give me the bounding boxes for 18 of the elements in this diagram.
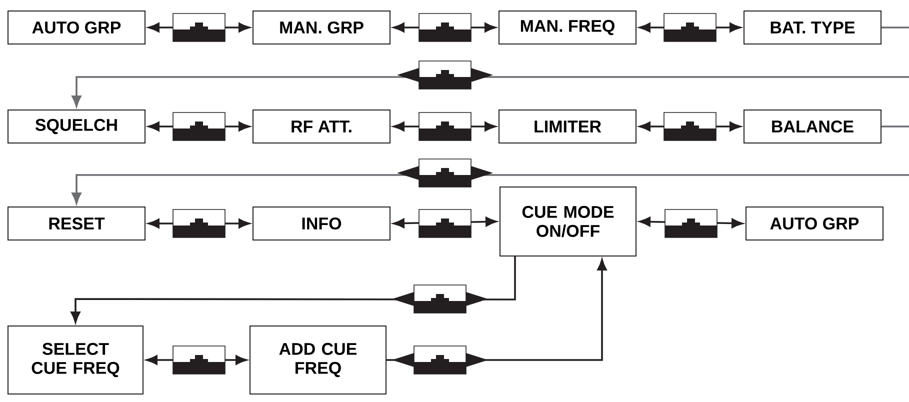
menu-box: ADD CUE FREQ: [250, 326, 386, 394]
menu-box: INFO: [252, 206, 390, 240]
arrow: [386, 259, 607, 361]
menu-box: BALANCE: [744, 110, 882, 144]
menu-box: AUTO GRP: [746, 206, 884, 240]
menu-box: MAN. FREQ: [498, 10, 636, 44]
menu-box: CUE MODE ON/OFF: [500, 186, 636, 256]
arrow: [72, 126, 909, 204]
menu-box: RF ATT.: [252, 110, 390, 144]
menu-box: AUTO GRP: [8, 10, 146, 44]
menu-box: SQUELCH: [8, 110, 146, 144]
menu-box: SELECT CUE FREQ: [8, 326, 144, 394]
menu-box: BAT. TYPE: [744, 10, 882, 44]
menu-box: RESET: [8, 206, 146, 240]
arrow: [72, 26, 909, 107]
menu-box: LIMITER: [498, 110, 636, 144]
arrow: [70, 256, 516, 323]
menu-box: MAN. GRP: [252, 10, 390, 44]
